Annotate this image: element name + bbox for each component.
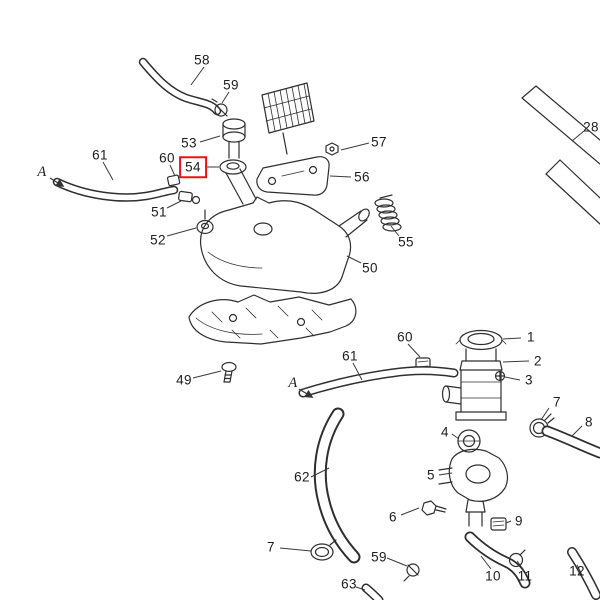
part-label-54-5: 54 bbox=[179, 156, 207, 178]
cooler-core bbox=[261, 82, 315, 155]
part-5-housing bbox=[438, 448, 509, 513]
part-label-63-32: 63 bbox=[341, 576, 357, 592]
part-11-clamp bbox=[508, 549, 526, 568]
part-label-52-11: 52 bbox=[150, 232, 166, 248]
part-59-clamp-2 bbox=[403, 563, 420, 582]
part-1-cap bbox=[455, 329, 507, 351]
part-label-57-3: 57 bbox=[371, 134, 387, 150]
leader-lines bbox=[102, 66, 585, 591]
part-52-grommet bbox=[196, 209, 214, 235]
part-63-hose bbox=[361, 583, 384, 600]
part-12-hose bbox=[567, 547, 600, 600]
part-54-grommet bbox=[219, 159, 247, 175]
part-label-10-30: 10 bbox=[485, 568, 501, 584]
part-label-11-31: 11 bbox=[517, 568, 533, 584]
part-50-tank bbox=[199, 168, 370, 294]
part-label-59-1: 59 bbox=[223, 77, 239, 93]
part-label-8-23: 8 bbox=[585, 414, 593, 430]
part-label-60-15: 60 bbox=[397, 329, 413, 345]
part-label-7-28: 7 bbox=[267, 539, 275, 555]
part-6-sensor bbox=[421, 500, 447, 516]
part-label-60-4: 60 bbox=[159, 150, 175, 166]
part-label-12-33: 12 bbox=[569, 563, 585, 579]
part-53-joint bbox=[222, 118, 246, 159]
part-58-hose bbox=[138, 57, 222, 116]
part-label-61-6: 61 bbox=[92, 147, 108, 163]
part-10-hose bbox=[464, 531, 531, 589]
part-3-bolt bbox=[494, 370, 506, 382]
part-7-clamp-2 bbox=[310, 539, 337, 561]
part-label-7-21: 7 bbox=[553, 394, 561, 410]
part-label-59-29: 59 bbox=[371, 549, 387, 565]
view-letter-a-20: A bbox=[288, 374, 298, 391]
part-label-58-0: 58 bbox=[194, 52, 210, 68]
part-label-9-27: 9 bbox=[515, 513, 523, 529]
part-label-51-9: 51 bbox=[151, 204, 167, 220]
part-label-55-10: 55 bbox=[398, 234, 414, 250]
part-28-hose-cut bbox=[521, 85, 600, 225]
part-label-61-19: 61 bbox=[342, 348, 358, 364]
view-letter-a-8: A bbox=[37, 163, 47, 180]
part-label-49-13: 49 bbox=[176, 372, 192, 388]
part-label-4-22: 4 bbox=[441, 424, 449, 440]
part-label-6-26: 6 bbox=[389, 509, 397, 525]
part-9-clamp bbox=[490, 517, 507, 531]
part-62-hose bbox=[313, 407, 361, 564]
part-label-2-17: 2 bbox=[534, 353, 542, 369]
part-49-bolt bbox=[221, 361, 237, 383]
part-55-coupler bbox=[374, 194, 402, 232]
part-59-clamp bbox=[211, 98, 228, 117]
water-pipe-housing bbox=[441, 369, 507, 527]
part-61-hose-2 bbox=[298, 366, 459, 398]
part-label-3-18: 3 bbox=[525, 372, 533, 388]
view-arrow-a bbox=[49, 177, 314, 398]
part-2-filler-neck bbox=[459, 348, 503, 371]
part-51-fitting bbox=[178, 190, 201, 205]
part-label-5-24: 5 bbox=[427, 467, 435, 483]
part-56-bracket bbox=[256, 156, 330, 196]
part-label-53-2: 53 bbox=[181, 135, 197, 151]
part-4-thermostat bbox=[457, 429, 481, 453]
part-8-hose bbox=[541, 425, 600, 459]
part-label-28-14: 28 bbox=[583, 119, 599, 135]
part-57-nut bbox=[325, 142, 339, 156]
part-label-62-25: 62 bbox=[294, 469, 310, 485]
part-label-50-12: 50 bbox=[362, 260, 378, 276]
part-61-hose bbox=[52, 177, 179, 202]
part-label-1-16: 1 bbox=[527, 329, 535, 345]
heat-shield bbox=[188, 294, 357, 345]
part-60-clamp bbox=[166, 174, 181, 187]
part-label-56-7: 56 bbox=[354, 169, 370, 185]
